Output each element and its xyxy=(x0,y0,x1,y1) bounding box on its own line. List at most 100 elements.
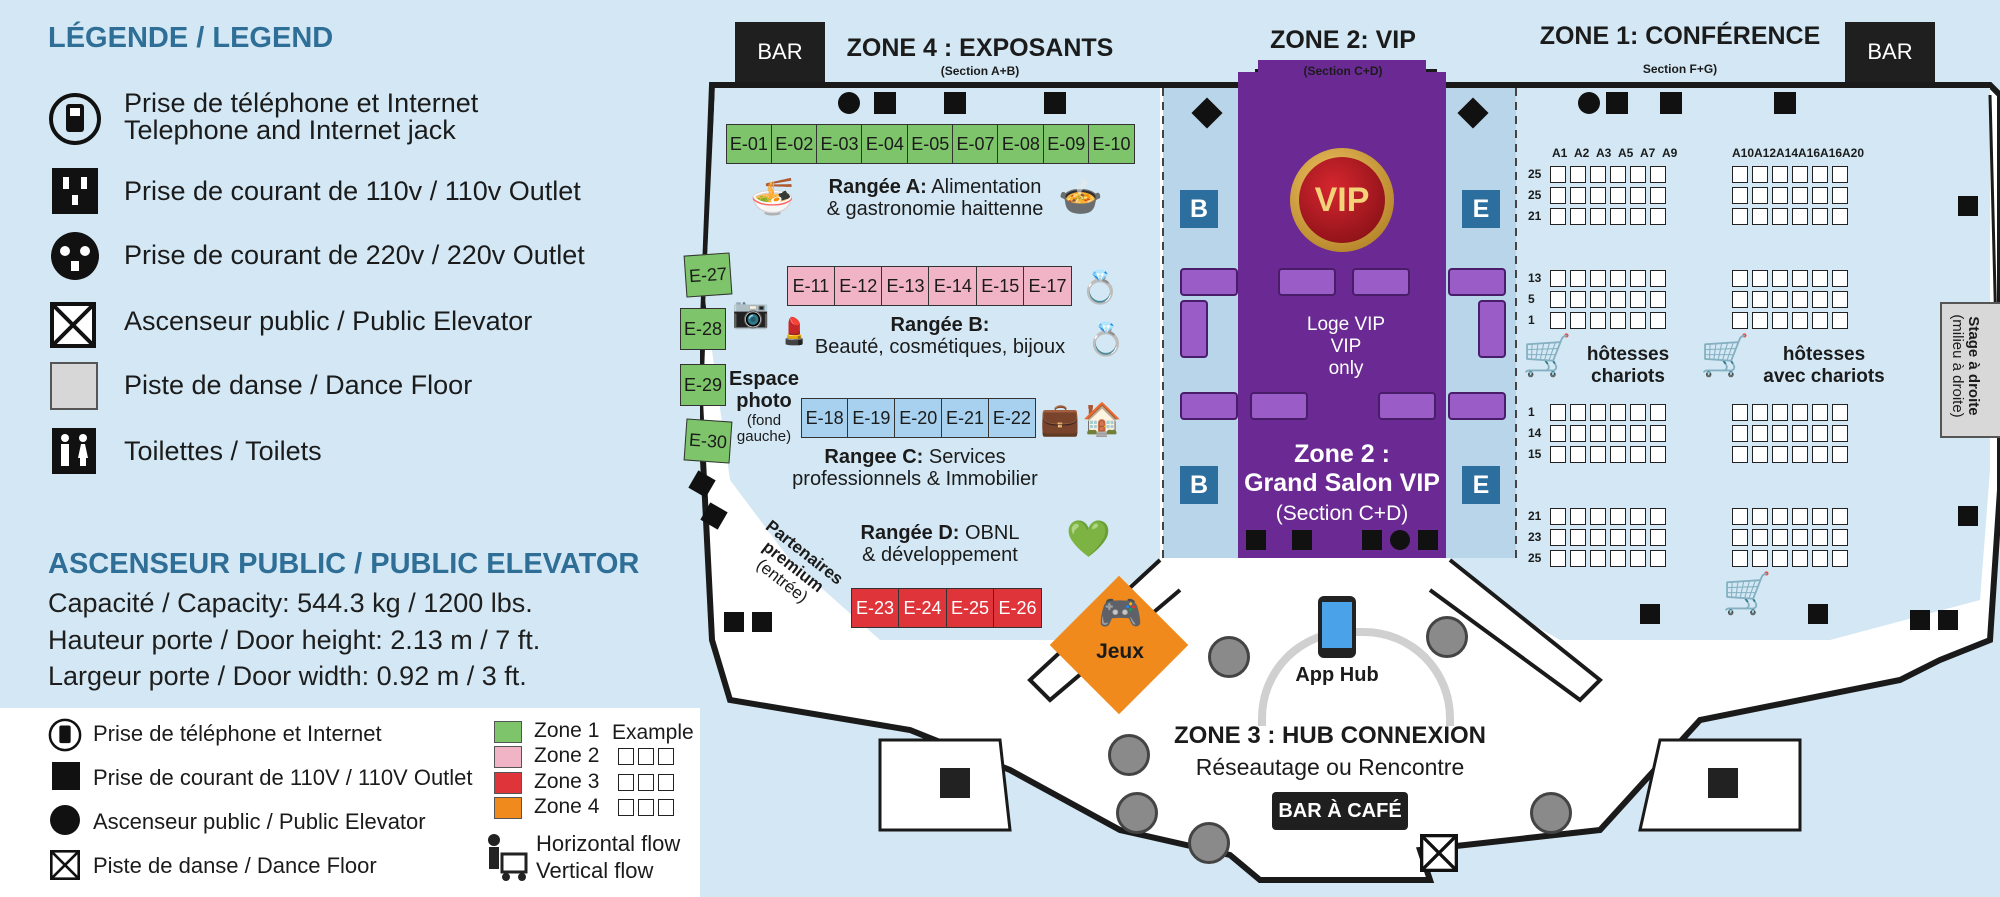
seat[interactable] xyxy=(1812,446,1828,463)
seat[interactable] xyxy=(1792,446,1808,463)
seat[interactable] xyxy=(1610,208,1626,225)
seat[interactable] xyxy=(1832,166,1848,183)
seat[interactable] xyxy=(1650,446,1666,463)
seat[interactable] xyxy=(1630,291,1646,308)
seat[interactable] xyxy=(1650,187,1666,204)
seat[interactable] xyxy=(1550,312,1566,329)
seat[interactable] xyxy=(1752,166,1768,183)
seat[interactable] xyxy=(1610,550,1626,567)
seat[interactable] xyxy=(1610,425,1626,442)
booth[interactable]: E-04 xyxy=(861,124,909,164)
seat[interactable] xyxy=(1772,270,1788,287)
seat[interactable] xyxy=(1832,187,1848,204)
seat[interactable] xyxy=(1650,425,1666,442)
booth[interactable]: E-11 xyxy=(786,266,836,306)
seat[interactable] xyxy=(1550,187,1566,204)
booth[interactable]: E-26 xyxy=(993,588,1042,628)
seat[interactable] xyxy=(1812,425,1828,442)
seat[interactable] xyxy=(1610,291,1626,308)
seat[interactable] xyxy=(1752,187,1768,204)
seat[interactable] xyxy=(1832,404,1848,421)
seat[interactable] xyxy=(1772,166,1788,183)
booth[interactable]: E-20 xyxy=(894,398,943,438)
seat[interactable] xyxy=(1610,404,1626,421)
seat[interactable] xyxy=(1550,166,1566,183)
seat[interactable] xyxy=(1590,404,1606,421)
booth-e27[interactable]: E-27 xyxy=(683,252,733,298)
seat[interactable] xyxy=(1570,270,1586,287)
seat[interactable] xyxy=(1732,166,1748,183)
seat[interactable] xyxy=(1650,508,1666,525)
booth[interactable]: E-08 xyxy=(997,124,1045,164)
seat[interactable] xyxy=(1570,187,1586,204)
seat[interactable] xyxy=(1812,187,1828,204)
booth[interactable]: E-05 xyxy=(906,124,954,164)
seat[interactable] xyxy=(1550,508,1566,525)
seat[interactable] xyxy=(1772,508,1788,525)
seat[interactable] xyxy=(1732,404,1748,421)
seat[interactable] xyxy=(1732,270,1748,287)
seat[interactable] xyxy=(1772,291,1788,308)
seat[interactable] xyxy=(1732,446,1748,463)
seat[interactable] xyxy=(1630,550,1646,567)
seat[interactable] xyxy=(1590,446,1606,463)
seat[interactable] xyxy=(1650,208,1666,225)
seat[interactable] xyxy=(1590,312,1606,329)
seat[interactable] xyxy=(1650,270,1666,287)
seat[interactable] xyxy=(1752,446,1768,463)
booth[interactable]: E-24 xyxy=(898,588,947,628)
seat[interactable] xyxy=(1610,187,1626,204)
booth[interactable]: E-15 xyxy=(975,266,1025,306)
seat[interactable] xyxy=(1832,550,1848,567)
seat[interactable] xyxy=(1650,529,1666,546)
seat[interactable] xyxy=(1590,291,1606,308)
seat[interactable] xyxy=(1792,291,1808,308)
seat[interactable] xyxy=(1772,187,1788,204)
seat[interactable] xyxy=(1570,446,1586,463)
booth[interactable]: E-18 xyxy=(800,398,849,438)
seat[interactable] xyxy=(1570,529,1586,546)
seat[interactable] xyxy=(1650,291,1666,308)
seat[interactable] xyxy=(1792,508,1808,525)
seat[interactable] xyxy=(1812,508,1828,525)
booth[interactable]: E-07 xyxy=(952,124,999,164)
seat[interactable] xyxy=(1590,187,1606,204)
booth[interactable]: E-25 xyxy=(945,588,995,628)
elevator-icon[interactable] xyxy=(1420,834,1458,877)
seat[interactable] xyxy=(1792,312,1808,329)
seat[interactable] xyxy=(1752,312,1768,329)
seat[interactable] xyxy=(1650,166,1666,183)
booth[interactable]: E-13 xyxy=(881,266,930,306)
seat[interactable] xyxy=(1832,529,1848,546)
seat[interactable] xyxy=(1732,312,1748,329)
seat[interactable] xyxy=(1610,270,1626,287)
seat[interactable] xyxy=(1610,312,1626,329)
seat[interactable] xyxy=(1550,529,1566,546)
seat[interactable] xyxy=(1732,508,1748,525)
booth[interactable]: E-02 xyxy=(770,124,818,164)
seat[interactable] xyxy=(1772,404,1788,421)
seat[interactable] xyxy=(1630,529,1646,546)
seat[interactable] xyxy=(1812,312,1828,329)
seat[interactable] xyxy=(1650,312,1666,329)
seat[interactable] xyxy=(1752,425,1768,442)
seat[interactable] xyxy=(1772,208,1788,225)
seat[interactable] xyxy=(1550,208,1566,225)
booth-e29[interactable]: E-29 xyxy=(680,364,726,406)
seat[interactable] xyxy=(1590,270,1606,287)
seat[interactable] xyxy=(1630,166,1646,183)
seat[interactable] xyxy=(1812,208,1828,225)
seat[interactable] xyxy=(1732,187,1748,204)
seat[interactable] xyxy=(1752,529,1768,546)
seat[interactable] xyxy=(1832,208,1848,225)
seat[interactable] xyxy=(1792,550,1808,567)
seat[interactable] xyxy=(1590,166,1606,183)
seat[interactable] xyxy=(1792,404,1808,421)
seat[interactable] xyxy=(1570,550,1586,567)
seat[interactable] xyxy=(1812,550,1828,567)
seat[interactable] xyxy=(1772,425,1788,442)
booth[interactable]: E-14 xyxy=(928,266,978,306)
booth[interactable]: E-09 xyxy=(1042,124,1090,164)
seat[interactable] xyxy=(1752,208,1768,225)
seat[interactable] xyxy=(1792,529,1808,546)
